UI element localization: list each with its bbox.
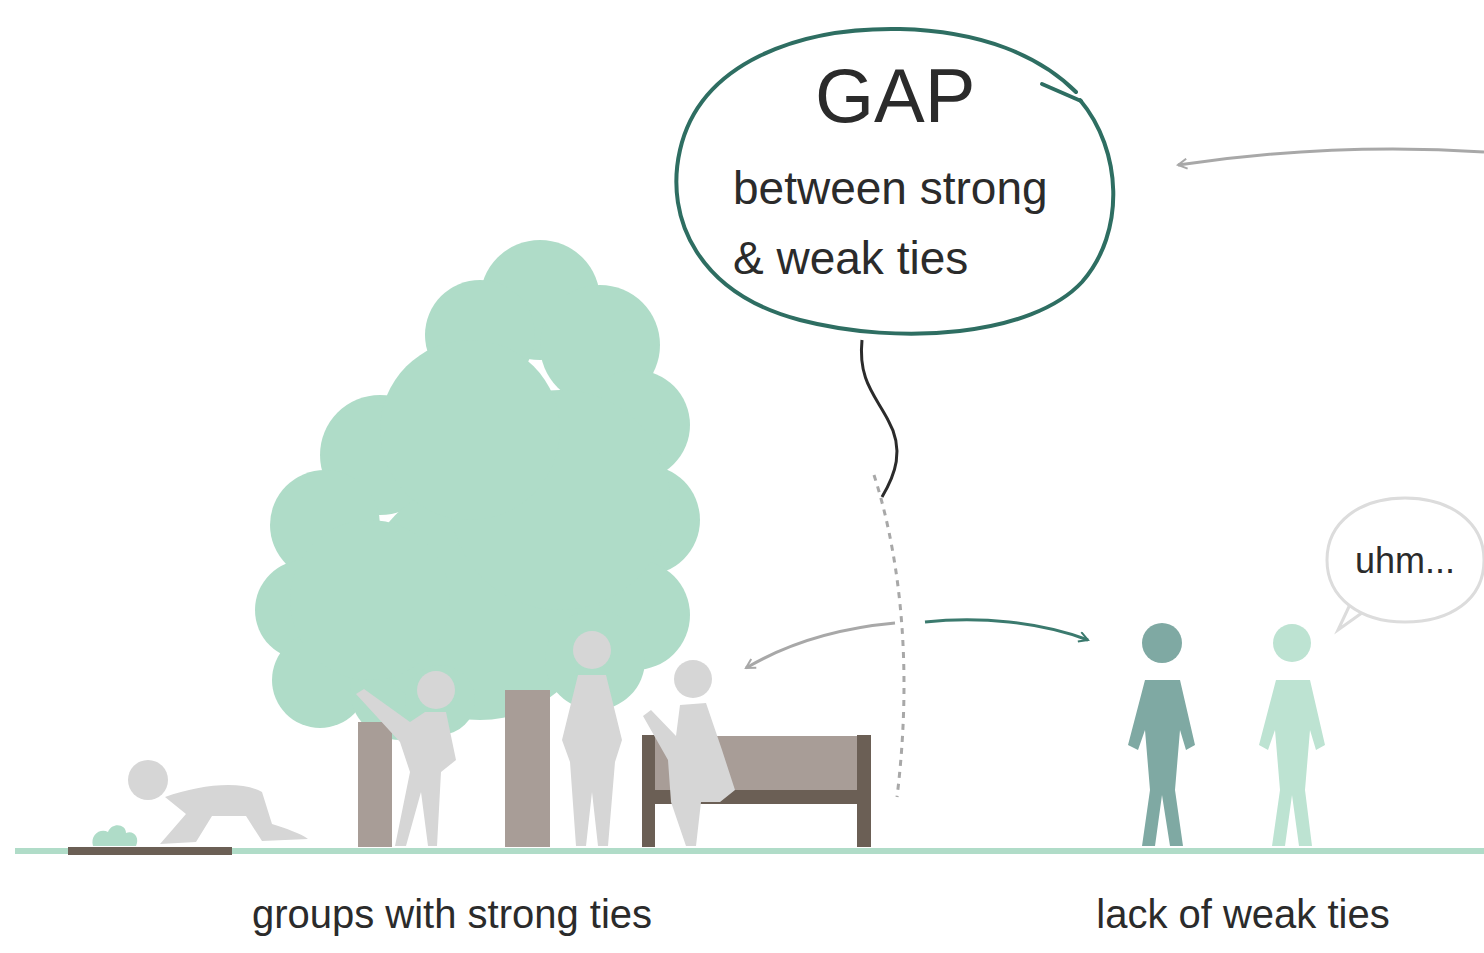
callout-heading: GAP [815,51,1015,141]
bubble-tail [861,340,897,497]
caption-label: groups with strong ties [192,892,712,937]
tree-trunk [358,722,392,847]
garden-bed [68,847,232,855]
tree-trunk [505,690,550,847]
callout-bubble: GAP between strong & weak ties [675,25,1120,345]
outline-path [1042,84,1081,101]
outline-path [1327,498,1484,622]
speech-text: uhm... [1333,539,1477,583]
bush [92,825,137,846]
incoming-arrow [1178,149,1484,165]
tree-canopy [255,240,700,740]
speech-bubble: uhm... [1325,497,1484,623]
callout-body: between strong & weak ties [733,153,1073,293]
lonely-people [1128,623,1325,846]
group-people [128,631,735,846]
pointer-arrow [925,620,1088,640]
pointer-arrow [746,623,895,668]
gap-divider [874,475,904,797]
caption-label: lack of weak ties [1033,892,1453,937]
outline-path [676,29,1113,334]
ground-line [15,848,1484,854]
